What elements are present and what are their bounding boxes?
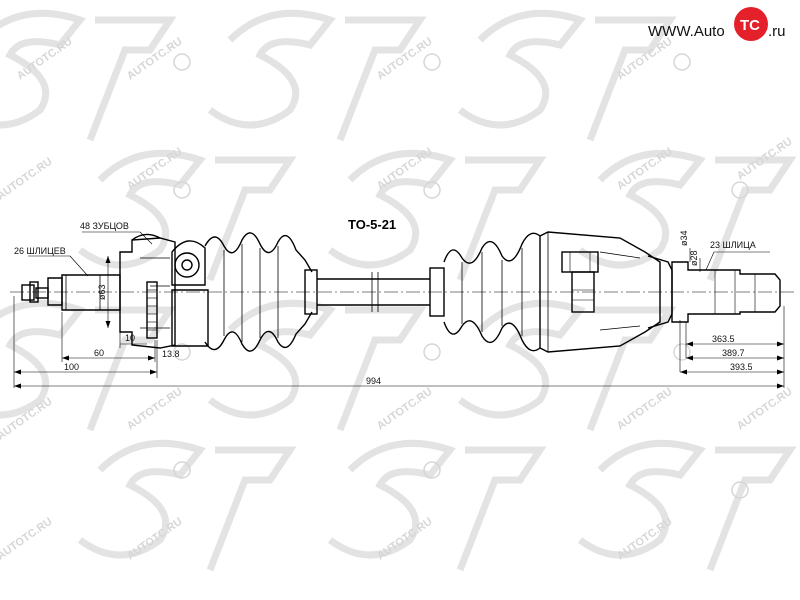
registered-icon: [173, 53, 191, 71]
registered-icon: [173, 343, 191, 361]
sat-watermark-logo: [77, 149, 297, 282]
outer-splines-label: 26 ШЛИЦЕВ: [14, 246, 66, 256]
watermark-text: AUTOTC.RU: [735, 386, 795, 433]
abs-teeth-label: 48 ЗУБЦОВ: [80, 221, 129, 231]
dim-389-7-label: 389.7: [722, 348, 745, 358]
sat-watermark-logo: [207, 299, 427, 432]
registered-icon: [173, 181, 191, 199]
diameter-28-label: ø28: [689, 250, 699, 266]
diameter-63-label: ø63: [97, 284, 107, 300]
dimension-arrows: [14, 256, 784, 389]
drive-shaft-assembly: [10, 231, 795, 353]
sat-watermark-logo: [0, 299, 177, 432]
registered-icon: [673, 53, 691, 71]
dimension-lines: [13, 231, 785, 388]
dim-994-label: 994: [366, 376, 381, 386]
brand-badge-circle: [734, 7, 768, 41]
watermark-text: AUTOTC.RU: [125, 386, 185, 433]
outer-cv-joint: [119, 233, 176, 349]
registered-icon: [423, 461, 441, 479]
watermark-text: AUTOTC.RU: [125, 516, 185, 563]
dim-13-8-label: 13.8: [162, 349, 180, 359]
registered-icon: [731, 481, 749, 499]
sat-watermark-logo: [327, 439, 547, 572]
registered-icon: [423, 343, 441, 361]
diameter-34-label: ø34: [679, 230, 689, 246]
abs-ring: [146, 281, 158, 339]
watermark-text: AUTOTC.RU: [615, 516, 675, 563]
outer-ball-cage: [171, 240, 209, 347]
registered-icon: [423, 53, 441, 71]
part-number: TO-5-21: [348, 217, 396, 232]
brand-prefix: WWW.Auto: [648, 23, 725, 40]
watermark-layer: [0, 9, 797, 572]
sat-watermark-logo: [457, 299, 677, 432]
watermark-text: AUTOTC.RU: [375, 516, 435, 563]
dim-60-label: 60: [94, 348, 104, 358]
sat-watermark-logo: [0, 9, 177, 142]
registered-icon: [173, 461, 191, 479]
inner-boot: [429, 232, 541, 352]
brand-badge: TC: [740, 17, 760, 34]
brand-suffix: .ru: [768, 23, 786, 40]
dim-100-label: 100: [64, 362, 79, 372]
inner-splines-label: 23 ШЛИЦА: [710, 240, 756, 250]
inner-tripod-joint: [539, 231, 673, 353]
sat-watermark-logo: [457, 9, 677, 142]
sat-watermark-logo: [327, 149, 547, 282]
outer-boot: [204, 232, 318, 352]
brand-logo: WWW.Auto TC .ru: [648, 7, 786, 41]
registered-icon: [423, 181, 441, 199]
watermark-text: AUTOTC.RU: [375, 386, 435, 433]
main-shaft: [317, 272, 430, 312]
sat-watermark-logo: [577, 149, 797, 282]
watermark-text: AUTOTC.RU: [0, 156, 55, 203]
watermark-text: AUTOTC.RU: [615, 386, 675, 433]
registered-icon: [673, 343, 691, 361]
registered-icon: [731, 181, 749, 199]
watermark-text: AUTOTC.RU: [0, 396, 55, 443]
inner-spline-stub: [671, 261, 781, 323]
dimension-labels: 26 ШЛИЦЕВ 48 ЗУБЦОВ 23 ШЛИЦА ø63 ø34 ø28…: [14, 221, 756, 386]
dim-10-label: 10: [125, 333, 135, 343]
sat-watermark-logo: [207, 9, 427, 142]
watermark-text: AUTOTC.RU: [0, 516, 55, 563]
dim-363-5-label: 363.5: [712, 334, 735, 344]
watermark-text-layer: AUTOTC.RU AUTOTC.RU AUTOTC.RU AUTOTC.RU …: [0, 36, 795, 563]
registered-marks: [173, 53, 749, 499]
sat-watermark-logo: [577, 439, 797, 572]
dim-393-5-label: 393.5: [730, 362, 753, 372]
sat-watermark-logo: [77, 439, 297, 572]
